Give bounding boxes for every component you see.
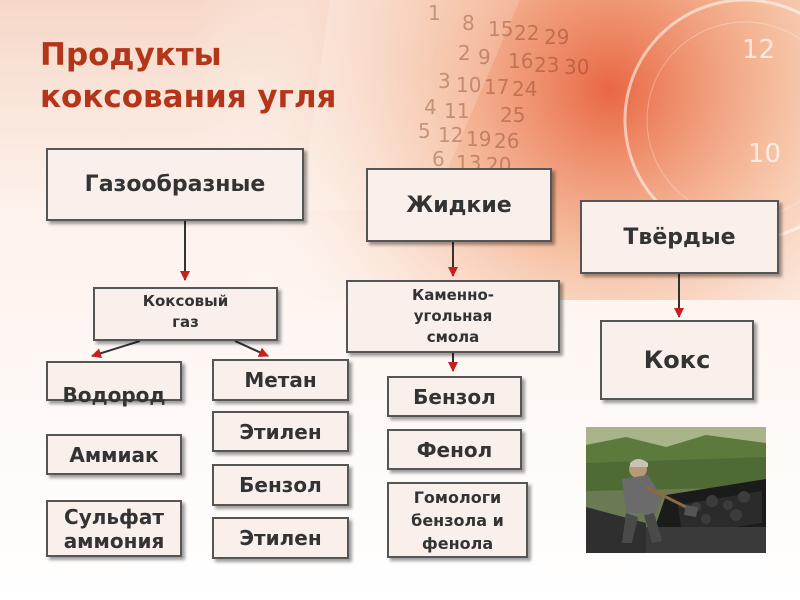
category-liquid-label: Жидкие	[406, 193, 511, 218]
coke-gas-line1: Коксовый	[143, 292, 229, 310]
coal-tar-line1: Каменно-	[412, 286, 494, 304]
product-label-line2: аммония	[64, 529, 165, 553]
product-label: Этилен	[239, 420, 321, 444]
product-box-methane: Метан	[212, 359, 349, 401]
category-gaseous-box: Газообразные	[46, 148, 304, 221]
category-gaseous-label: Газообразные	[85, 172, 266, 197]
product-label-line1: Сульфат	[64, 505, 164, 529]
product-label-line1: Гомологи	[414, 488, 502, 507]
coke-box: Кокс	[600, 320, 754, 400]
product-label: Фенол	[417, 438, 493, 462]
product-label: Бензол	[413, 385, 496, 409]
product-label: Бензол	[239, 473, 322, 497]
category-liquid-box: Жидкие	[366, 168, 552, 242]
coke-gas-box: Коксовый газ	[93, 287, 278, 341]
product-box-hydrogen: Водород	[46, 361, 182, 401]
product-box-ammonium-sulfate: Сульфат аммония	[46, 500, 182, 557]
product-label-line2: бензола и	[411, 511, 504, 530]
product-label: Аммиак	[69, 443, 158, 467]
product-label: Метан	[244, 368, 316, 392]
coke-gas-line2: газ	[172, 313, 199, 331]
category-solid-label: Твёрдые	[623, 225, 735, 250]
product-box-ethylene-2: Этилен	[212, 517, 349, 559]
product-box-benzene-gas: Бензол	[212, 464, 349, 506]
product-box-ammonia: Аммиак	[46, 434, 182, 475]
coal-tar-line2: угольная	[414, 307, 493, 325]
product-label-line3: фенола	[422, 534, 493, 553]
product-box-homologues: Гомологи бензола и фенола	[387, 482, 528, 558]
product-box-ethylene: Этилен	[212, 411, 349, 452]
coal-tar-box: Каменно- угольная смола	[346, 280, 560, 353]
product-label: Этилен	[239, 526, 321, 550]
product-label: Водород	[62, 383, 165, 407]
arrow-coke-gas-to-right	[235, 341, 268, 356]
product-box-benzene: Бензол	[387, 376, 522, 417]
product-box-phenol: Фенол	[387, 429, 522, 470]
category-solid-box: Твёрдые	[580, 200, 779, 274]
arrow-coke-gas-to-left	[92, 341, 140, 356]
coke-label: Кокс	[644, 346, 711, 374]
coal-tar-line3: смола	[427, 328, 480, 346]
coke-worker-photo	[586, 427, 766, 553]
